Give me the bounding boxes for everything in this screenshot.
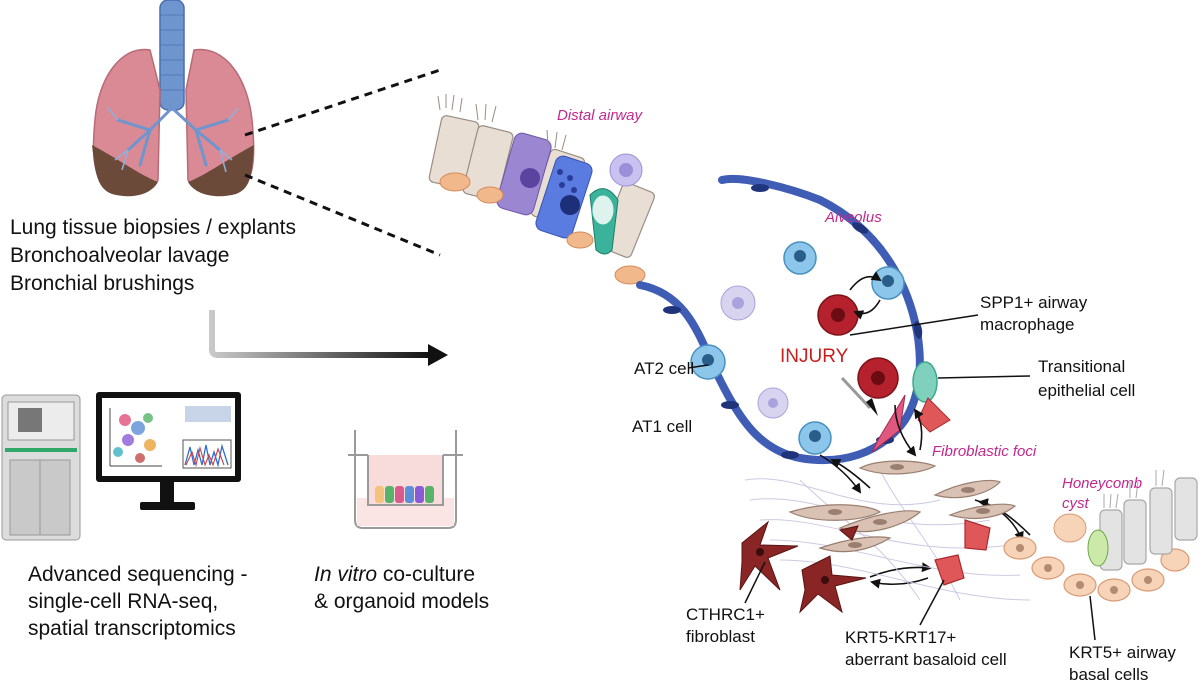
sequencing-line3: spatial transcriptomics — [28, 617, 236, 640]
source-brushings: Bronchial brushings — [10, 272, 194, 295]
region-distal-airway: Distal airway — [557, 107, 644, 124]
region-honeycomb-line2: cyst — [1062, 495, 1090, 512]
cthrc1-fibroblasts — [739, 520, 867, 614]
fibroblastic-foci — [739, 460, 1031, 614]
source-bal: Bronchoalveolar lavage — [10, 244, 229, 267]
invitro-line1: In vitro co-culture — [314, 563, 475, 586]
label-cthrc1-line1: CTHRC1+ — [686, 605, 765, 624]
label-spp1-line2: macrophage — [980, 315, 1075, 334]
lungs-illustration — [92, 0, 255, 197]
label-spp1-line1: SPP1+ airway — [980, 293, 1088, 312]
label-krt517-line2: aberrant basaloid cell — [845, 650, 1007, 669]
label-at1-cell: AT1 cell — [632, 417, 692, 436]
zoom-connectors — [244, 68, 441, 257]
region-fibroblastic-foci: Fibroblastic foci — [932, 443, 1037, 460]
alveolus — [636, 174, 951, 465]
macrophages — [817, 294, 899, 399]
transitional-cell — [912, 361, 938, 403]
invitro-line2: & organoid models — [314, 590, 489, 613]
organoid-cells — [375, 486, 434, 503]
culture-well-illustration — [348, 430, 463, 529]
injury-label: INJURY — [780, 346, 849, 367]
label-krt5-line2: basal cells — [1069, 665, 1148, 684]
chromatogram-icon — [182, 439, 232, 469]
honeycomb-cyst — [1003, 469, 1198, 602]
monitor-illustration — [96, 392, 241, 510]
source-tissue-biopsies: Lung tissue biopsies / explants — [10, 216, 296, 239]
label-transitional-line1: Transitional — [1038, 357, 1125, 376]
sequencer-illustration — [1, 394, 81, 541]
distal-airway-epithelium — [428, 94, 655, 285]
region-alveolus: Alveolus — [824, 209, 882, 226]
label-at2-cell: AT2 cell — [634, 359, 694, 378]
label-krt5-line1: KRT5+ airway — [1069, 643, 1176, 662]
region-honeycomb-line1: Honeycomb — [1062, 475, 1142, 492]
flow-arrow — [209, 310, 448, 366]
sequencing-line2: single-cell RNA-seq, — [28, 590, 218, 613]
umap-plot-icon — [109, 408, 162, 467]
label-krt517-line1: KRT5-KRT17+ — [845, 628, 956, 647]
label-transitional-line2: epithelial cell — [1038, 381, 1135, 400]
label-cthrc1-line2: fibroblast — [686, 627, 755, 646]
basaloid-cells — [934, 519, 991, 586]
sequencing-line1: Advanced sequencing - — [28, 563, 248, 586]
